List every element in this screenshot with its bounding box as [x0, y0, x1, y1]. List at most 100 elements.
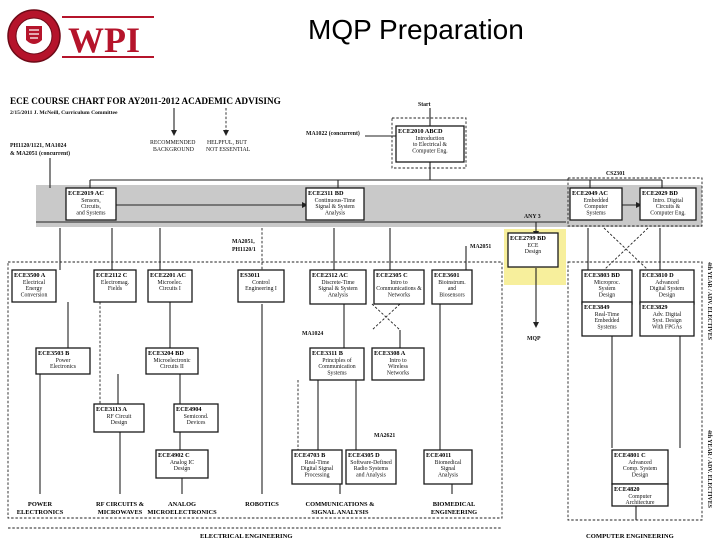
course-name-line: Electrical: [23, 280, 46, 286]
course-name-line: Control: [252, 280, 270, 286]
course-name-line: Networks: [388, 292, 411, 298]
course-code: ECE2019 AC: [68, 190, 104, 197]
course-code: ECE2112 C: [96, 272, 128, 279]
legend-helpful-2: NOT ESSENTIAL: [206, 147, 251, 153]
course-name-line: Analysis: [328, 292, 349, 298]
course-name-line: Circuits II: [160, 364, 184, 370]
course-name-line: Signal & System: [315, 204, 355, 210]
legend-helpful-1: HELPFUL, BUT: [207, 140, 247, 146]
footer-electrical-engineering: ELECTRICAL ENGINEERING: [200, 533, 293, 540]
area-label-bio: BIOMEDICAL: [433, 501, 476, 508]
course-name-line: Design: [632, 472, 649, 478]
course-name-line: Sensors,: [81, 198, 101, 204]
area-label-analog: ANALOG: [168, 501, 196, 508]
course-name-line: Architecture: [626, 500, 655, 506]
course-code: ECE2049 AC: [572, 190, 608, 197]
course-code: ECE3311 B: [312, 350, 344, 357]
ce-area-frame: [567, 261, 703, 521]
course-name-line: Signal & System: [318, 286, 358, 292]
course-name-line: Microelec.: [158, 280, 183, 286]
course-code: ECE4820: [614, 486, 640, 493]
course-code: ECE3308 A: [374, 350, 406, 357]
area-label-comm: SIGNAL ANALYSIS: [311, 509, 369, 516]
course-code: ECE3829: [642, 304, 668, 311]
course-name-line: Comp. System: [623, 466, 658, 472]
wpi-wordmark: WPI: [68, 20, 140, 60]
course-name-line: and Analysis: [356, 472, 387, 478]
any3-label: ANY 3: [524, 214, 541, 220]
course-name-line: Computer Eng.: [412, 148, 448, 154]
course-name-line: Microproc.: [594, 280, 620, 286]
course-name-line: Electromag.: [101, 280, 130, 286]
course-name-line: Computer: [628, 494, 651, 500]
course-code: ECE3113 A: [96, 406, 127, 413]
course-name-line: Communications &: [376, 286, 422, 292]
course-name-line: Communication: [318, 364, 355, 370]
area-label-analog: MICROELECTRONICS: [147, 509, 217, 516]
side-label-upper: 4th YEAR / ADV. ELECTIVES: [706, 262, 712, 340]
legend-recommended-1: RECOMMENDED: [150, 140, 195, 146]
course-name-line: Systems: [586, 210, 606, 216]
prereq-ma2051-ph-1: MA2051,: [232, 239, 255, 245]
course-name-line: Devices: [187, 420, 206, 426]
chart-title: ECE COURSE CHART FOR AY2011-2012 ACADEMI…: [10, 96, 281, 106]
area-label-rf: RF CIRCUITS &: [96, 501, 145, 508]
course-code: ECE4011: [426, 452, 451, 459]
course-name-line: Circuits I: [159, 286, 181, 292]
course-name-line: Radio Systems: [354, 466, 389, 472]
course-name-line: With FPGAs: [652, 324, 683, 330]
area-label-power: ELECTRONICS: [17, 509, 64, 516]
area-label-power: POWER: [28, 501, 53, 508]
course-code: ECE3810 D: [642, 272, 674, 279]
course-name-line: Design: [111, 420, 128, 426]
area-label-robotics: ROBOTICS: [245, 501, 279, 508]
course-name-line: and Systems: [76, 210, 106, 216]
course-name-line: Biomedical: [435, 460, 462, 466]
course-name-line: Design: [599, 292, 616, 298]
course-name-line: Introduction: [416, 136, 445, 142]
ee-area-frame: [7, 261, 503, 519]
course-code: ECE2311 BD: [308, 190, 344, 197]
area-label-comm: COMMUNICATIONS &: [306, 501, 376, 508]
course-code: ECE4703 B: [294, 452, 326, 459]
course-name-line: Conversion: [21, 292, 48, 298]
course-name-line: Advanced: [655, 280, 679, 286]
legend: RECOMMENDED BACKGROUND HELPFUL, BUT NOT …: [150, 108, 251, 153]
course-name-line: Engineering I: [245, 286, 277, 292]
page-title: MQP Preparation: [308, 14, 524, 45]
course-name-line: Microelectronic: [153, 358, 190, 364]
mqp-label: MQP: [527, 336, 541, 342]
course-name-line: Advanced: [628, 460, 652, 466]
course-name-line: Intro. Digital: [653, 198, 684, 204]
course-name-line: Design: [659, 292, 676, 298]
course-name-line: Analysis: [325, 210, 346, 216]
course-code: ECE4305 D: [348, 452, 380, 459]
course-code: ECE2201 AC: [150, 272, 186, 279]
course-name-line: Software-Defined: [350, 459, 392, 466]
course-name-line: Systems: [597, 324, 617, 330]
course-name-line: RF Circuit: [107, 414, 132, 420]
course-name-line: Discrete-Time: [321, 280, 355, 286]
course-name-line: ECE: [528, 243, 539, 249]
course-code: ECE3500 A: [14, 272, 46, 279]
course-name-line: Computer Eng.: [650, 210, 686, 216]
course-name-line: Design: [174, 466, 191, 472]
course-name-line: Circuits &: [656, 204, 681, 210]
